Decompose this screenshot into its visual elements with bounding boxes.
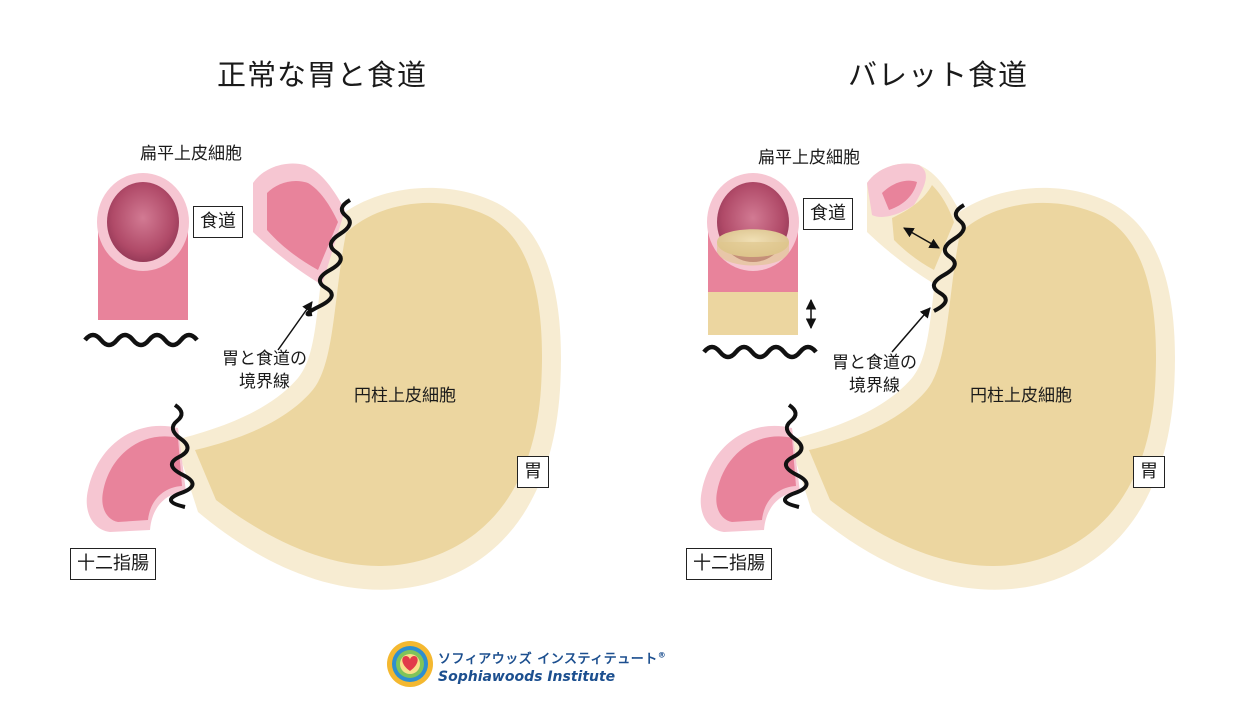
barrett-duodenum-label: 十二指腸 [686, 548, 772, 580]
normal-diagram [83, 163, 561, 590]
barrett-diagram [700, 163, 1175, 590]
logo-jp-line: ソフィアウッズ インスティテュート® [438, 648, 666, 667]
normal-esophagus-tube [83, 173, 199, 348]
barrett-stomach-label: 胃 [1133, 456, 1165, 488]
normal-boundary-arrow [277, 301, 313, 351]
normal-boundary-label: 胃と食道の 境界線 [222, 348, 307, 394]
logo-reg-mark: ® [657, 650, 667, 660]
normal-stomach-wave-top [305, 198, 352, 317]
normal-stomach-label: 胃 [517, 456, 549, 488]
normal-stomach [86, 163, 561, 590]
barrett-boundary-label: 胃と食道の 境界線 [832, 352, 917, 398]
barrett-squamous-label: 扁平上皮細胞 [758, 148, 860, 168]
normal-stomach-wave-bottom [169, 403, 195, 509]
barrett-columnar-label: 円柱上皮細胞 [970, 386, 1072, 406]
barrett-stub-arrow [903, 227, 940, 249]
barrett-esophagus-tube [702, 173, 818, 360]
barrett-boundary-line2: 境界線 [849, 375, 900, 396]
normal-title: 正常な胃と食道 [216, 58, 428, 92]
barrett-boundary-line1: 胃と食道の [832, 353, 917, 373]
barrett-title: バレット食道 [847, 58, 1029, 92]
barrett-boundary-arrow [891, 307, 931, 353]
barrett-stomach-wave-top [932, 203, 966, 313]
normal-squamous-label: 扁平上皮細胞 [140, 144, 242, 164]
logo-emblem [387, 641, 433, 687]
barrett-tube-wave [702, 344, 818, 360]
normal-boundary-line2: 境界線 [239, 371, 290, 392]
logo-jp-text: ソフィアウッズ インスティテュート [438, 652, 658, 667]
barrett-esophagus-label: 食道 [803, 198, 853, 230]
normal-columnar-label: 円柱上皮細胞 [354, 386, 456, 406]
normal-esophagus-label: 食道 [193, 206, 243, 238]
logo: ソフィアウッズ インスティテュート® Sophiawoods Institute [438, 648, 666, 685]
logo-en-text: Sophiawoods Institute [438, 669, 616, 685]
normal-boundary-line1: 胃と食道の [222, 349, 307, 369]
normal-duodenum-label: 十二指腸 [70, 548, 156, 580]
normal-tube-wave [83, 332, 199, 348]
barrett-stomach [700, 163, 1175, 590]
barrett-stomach-wave-bottom [783, 403, 809, 509]
